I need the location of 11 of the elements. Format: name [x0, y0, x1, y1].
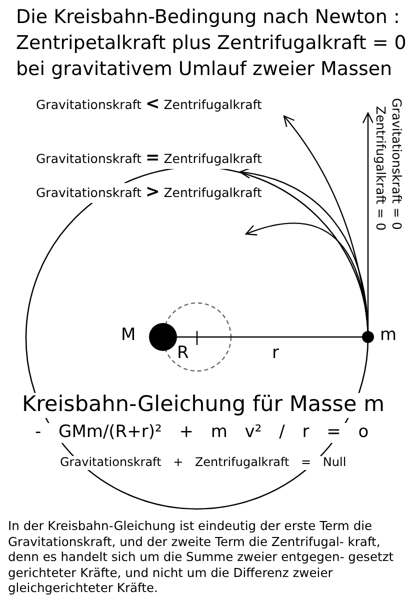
equation-heading: Kreisbahn-Gleichung für Masse m — [22, 393, 385, 418]
vertical-label: Gravitationskraft = 0 — [389, 98, 404, 230]
mass-label: m — [380, 326, 397, 346]
title: Die Kreisbahn-Bedingung nach Newton : Zentripetalkraft plus Zentrifugalkraft = 0 bei gravitativem Umlauf zweier Massen — [16, 5, 408, 82]
force-comparison: Gravitationskraft > Zentrifugalkraft — [36, 183, 262, 203]
distance-label: r — [272, 344, 279, 364]
radius-label: R — [177, 344, 189, 364]
vertical-label: Zentrifugalkraft = 0 — [373, 106, 388, 231]
equation: - GMm/(R+r)² + m v² / r = o — [35, 423, 369, 443]
equation-terms: Gravitationskraft + Zentrifugalkraft = Null — [60, 456, 346, 470]
mass-label: M — [121, 326, 136, 346]
